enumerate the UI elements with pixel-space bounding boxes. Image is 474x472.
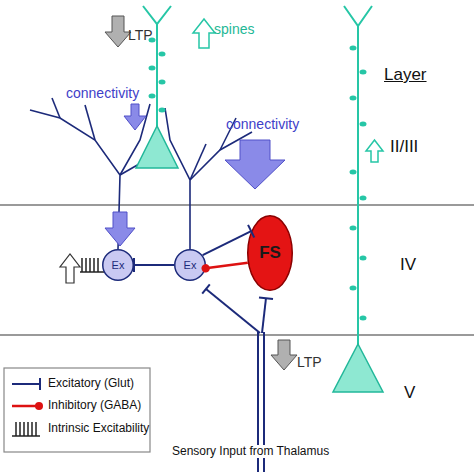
afferent-branch bbox=[262, 298, 266, 333]
spine bbox=[350, 46, 357, 51]
cell-body bbox=[248, 216, 293, 291]
cell-label: Ex bbox=[112, 259, 125, 271]
apical-dendrite bbox=[156, 24, 158, 135]
spike-bar bbox=[31, 422, 33, 436]
excitability-sample bbox=[12, 422, 40, 436]
spike-baseline bbox=[80, 271, 104, 273]
increase-arrow bbox=[366, 140, 383, 162]
excitatory-synapse bbox=[134, 264, 174, 266]
spike-bar bbox=[23, 422, 25, 436]
interneuron-node: FS bbox=[247, 215, 293, 291]
annotation-label: connectivity bbox=[226, 117, 299, 132]
apical-dendrite bbox=[357, 26, 359, 350]
excitability-symbol bbox=[60, 254, 104, 283]
spine bbox=[360, 316, 367, 321]
inhibitory-synapse bbox=[206, 263, 248, 268]
pyramidal-neuron bbox=[333, 6, 383, 392]
legend bbox=[4, 368, 150, 452]
dendrite-branch bbox=[190, 144, 206, 180]
excitatory-sample bbox=[39, 378, 41, 390]
legend-box bbox=[4, 368, 150, 452]
cell-body bbox=[103, 250, 134, 281]
excitatory-synapse bbox=[203, 231, 252, 255]
annotation-label: LTP bbox=[297, 355, 322, 370]
cell-label: FS bbox=[259, 243, 281, 263]
inhibitory-sample bbox=[12, 405, 37, 408]
layer-label: IV bbox=[400, 256, 416, 275]
apical-tuft bbox=[143, 6, 171, 24]
spine bbox=[350, 286, 357, 291]
spike-bar bbox=[27, 422, 29, 436]
spine bbox=[149, 94, 156, 99]
spike-bar bbox=[97, 258, 99, 272]
cell-body bbox=[175, 250, 206, 281]
layer-label: Layer bbox=[384, 66, 427, 85]
neuron-node: Ex bbox=[102, 249, 134, 281]
annotation-label: Sensory Input from Thalamus bbox=[172, 445, 329, 458]
spike-bar bbox=[89, 258, 91, 272]
node-content: FS bbox=[247, 215, 293, 291]
legend-entry: Intrinsic Excitability bbox=[48, 422, 149, 435]
spine bbox=[149, 66, 156, 71]
spine bbox=[159, 108, 166, 113]
apical-tuft bbox=[344, 6, 372, 26]
spike-bars bbox=[80, 258, 104, 272]
spine bbox=[159, 80, 166, 85]
pyramidal-soma bbox=[136, 126, 178, 168]
layer-boundary bbox=[0, 204, 474, 206]
node-content: Ex bbox=[174, 249, 206, 281]
annotation-label: connectivity bbox=[66, 86, 139, 101]
synapse-bar bbox=[202, 284, 210, 293]
decrease-arrow bbox=[271, 340, 297, 370]
spines bbox=[350, 46, 367, 321]
pyramidal-soma bbox=[333, 344, 383, 392]
decrease-arrow bbox=[105, 16, 131, 47]
excitatory-sample bbox=[12, 383, 40, 385]
legend-entry: Inhibitory (GABA) bbox=[48, 399, 141, 412]
spike-baseline bbox=[12, 435, 40, 437]
spines bbox=[149, 38, 166, 113]
spike-bar bbox=[35, 422, 37, 436]
dendrite-branch bbox=[85, 105, 95, 140]
annotation-label: spines bbox=[214, 22, 254, 37]
spine bbox=[350, 226, 357, 231]
increase-arrow bbox=[193, 19, 215, 48]
afferent-branch bbox=[206, 289, 260, 333]
dendrite-branch bbox=[52, 98, 60, 118]
annotation-label: LTP bbox=[128, 28, 153, 43]
stellate-dendrites bbox=[30, 98, 252, 249]
node-content: Ex bbox=[102, 249, 134, 281]
decrease-arrow bbox=[225, 140, 285, 189]
thalamic-input bbox=[202, 284, 273, 472]
layer-boundary bbox=[0, 334, 474, 336]
spine bbox=[360, 70, 367, 75]
decrease-arrow bbox=[124, 104, 146, 130]
neuron-node: Ex bbox=[174, 249, 206, 281]
spike-bar bbox=[93, 258, 95, 272]
spine bbox=[360, 122, 367, 127]
spike-bar bbox=[85, 258, 87, 272]
cell-label: Ex bbox=[184, 259, 197, 271]
spike-bar bbox=[19, 422, 21, 436]
spine bbox=[360, 196, 367, 201]
layer-label: II/III bbox=[390, 138, 418, 157]
decrease-arrow bbox=[105, 212, 135, 246]
spine bbox=[350, 96, 357, 101]
spine bbox=[360, 256, 367, 261]
spine bbox=[350, 170, 357, 175]
spine bbox=[159, 52, 166, 57]
increase-arrow bbox=[60, 254, 80, 283]
spike-bar bbox=[15, 422, 17, 436]
inhibitory-sample bbox=[35, 402, 43, 410]
dendrite-branch bbox=[165, 108, 190, 249]
legend-entry: Excitatory (Glut) bbox=[48, 377, 134, 390]
spike-bar bbox=[81, 258, 83, 272]
synapse-bar bbox=[259, 298, 273, 300]
layer-label: V bbox=[404, 384, 415, 403]
